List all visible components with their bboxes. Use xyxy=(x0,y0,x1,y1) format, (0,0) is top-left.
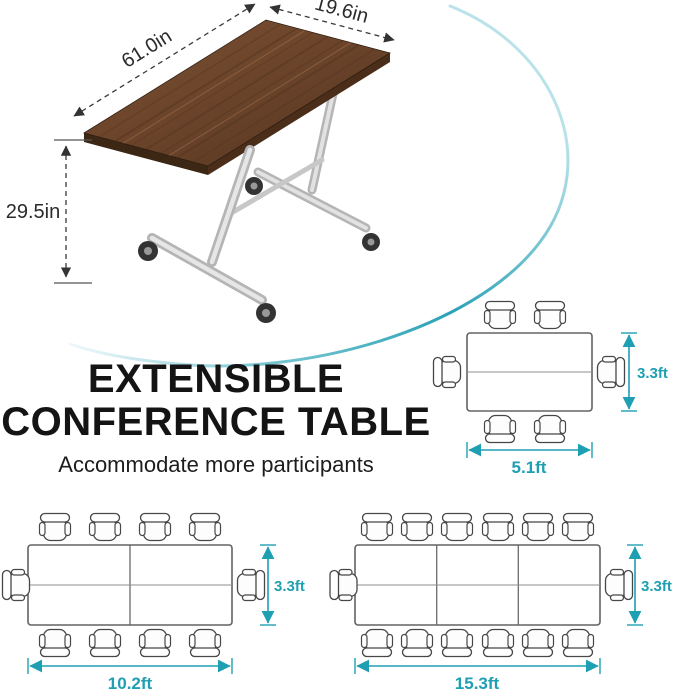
chair-icon xyxy=(561,512,595,542)
dimension-height: 29.5in xyxy=(6,139,92,284)
chair-icon xyxy=(440,628,474,658)
chair-icon xyxy=(1,568,31,602)
chair-icon xyxy=(604,568,634,602)
depth-label: 3.3ft xyxy=(641,578,672,595)
length-label: 10.2ft xyxy=(108,674,153,693)
chair-icon xyxy=(400,512,434,542)
table-outline xyxy=(27,544,233,626)
chair-icon xyxy=(329,568,358,602)
depth-label: 19.6in xyxy=(312,0,370,28)
chair-icon xyxy=(188,512,222,542)
depth-label: 3.3ft xyxy=(274,578,305,595)
dimension-length: 5.1ft xyxy=(466,442,593,477)
dimension-length: 15.3ft xyxy=(354,658,601,693)
seating-diagram-double: 3.3ft 10.2ft xyxy=(1,512,305,693)
table-3d-illustration: 61.0in 19.6in 29.5in xyxy=(6,0,395,323)
chair-icon xyxy=(236,568,266,602)
chair-icon xyxy=(88,628,122,658)
chair-icon xyxy=(483,300,517,330)
chair-icon xyxy=(138,628,172,658)
seating-diagram-single: 3.3ft 5.1ft xyxy=(432,300,668,477)
dimension-depth: 3.3ft xyxy=(260,544,305,626)
chair-icon xyxy=(483,414,517,444)
chair-icon xyxy=(360,512,394,542)
table-leg-back xyxy=(245,75,380,251)
table-top-wood xyxy=(83,19,391,175)
arc-curve xyxy=(68,4,570,368)
dimension-depth: 3.3ft xyxy=(627,544,672,626)
dimension-depth: 3.3ft xyxy=(621,332,668,412)
table-leg-front xyxy=(138,145,325,323)
seating-diagram-triple: 3.3ft 15.3ft xyxy=(329,512,672,693)
chair-icon xyxy=(561,628,595,658)
chair-icon xyxy=(138,512,172,542)
length-label: 61.0in xyxy=(118,25,176,72)
chair-icon xyxy=(521,512,555,542)
headline-subtitle: Accommodate more participants xyxy=(58,451,374,477)
height-label: 29.5in xyxy=(6,201,61,223)
length-label: 15.3ft xyxy=(455,674,500,693)
depth-label: 3.3ft xyxy=(637,365,668,382)
chair-icon xyxy=(481,512,515,542)
chair-icon xyxy=(440,512,474,542)
length-label: 5.1ft xyxy=(512,458,547,477)
headline-block: EXTENSIBLE CONFERENCE TABLE Accommodate … xyxy=(0,358,432,478)
headline-line2: CONFERENCE TABLE xyxy=(1,399,431,444)
chair-icon xyxy=(533,414,567,444)
chair-icon xyxy=(596,355,626,389)
dimension-length: 10.2ft xyxy=(27,658,233,693)
chair-icon xyxy=(188,628,222,658)
chair-icon xyxy=(400,628,434,658)
chair-icon xyxy=(521,628,555,658)
chair-icon xyxy=(481,628,515,658)
chair-icon xyxy=(38,512,72,542)
headline-line1: EXTENSIBLE xyxy=(87,357,345,401)
chair-icon xyxy=(88,512,122,542)
chair-icon xyxy=(360,628,394,658)
table-outline xyxy=(466,332,593,412)
chair-icon xyxy=(432,355,462,389)
chair-icon xyxy=(38,628,72,658)
chair-icon xyxy=(533,300,567,330)
table-outline xyxy=(354,544,601,626)
